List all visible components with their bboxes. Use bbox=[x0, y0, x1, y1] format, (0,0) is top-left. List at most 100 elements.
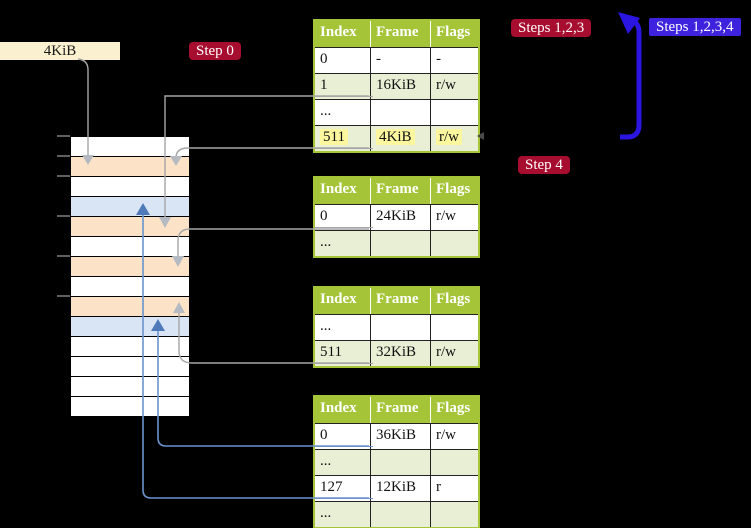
index-cell: 1 bbox=[315, 74, 370, 99]
cell-value: - bbox=[376, 51, 381, 67]
frame-cell bbox=[370, 502, 430, 527]
flags-cell bbox=[430, 231, 477, 256]
cell-value: r/w bbox=[436, 344, 456, 360]
memory-frame-row bbox=[70, 136, 190, 156]
recursive-loop-arrowhead-icon bbox=[618, 12, 640, 34]
memory-frame-row bbox=[70, 196, 190, 216]
column-header: Index bbox=[320, 400, 357, 416]
frame-cell: 36KiB bbox=[370, 424, 430, 449]
frame-cell bbox=[370, 100, 430, 125]
frame-cell bbox=[370, 450, 430, 475]
cell-value: ... bbox=[320, 103, 332, 119]
cell-value: 4KiB bbox=[376, 129, 415, 145]
flags-cell bbox=[430, 315, 477, 340]
cell-value: ... bbox=[320, 505, 332, 521]
cell-value: 511 bbox=[320, 129, 348, 145]
cell-value: ... bbox=[320, 234, 332, 250]
cell-value: 0 bbox=[320, 208, 328, 224]
cell-value: ... bbox=[320, 453, 332, 469]
flags-cell bbox=[430, 100, 477, 125]
cell-value: 127 bbox=[320, 479, 343, 495]
memory-frame-row bbox=[70, 176, 190, 196]
table-row: 127 12KiB r bbox=[315, 475, 478, 501]
column-header: Frame bbox=[370, 288, 430, 314]
memory-frame-row bbox=[70, 216, 190, 236]
frame-cell: 4KiB bbox=[370, 126, 430, 151]
frame-cell: 16KiB bbox=[370, 74, 430, 99]
step0-badge: Step 0 bbox=[189, 42, 241, 60]
table-row: 0 36KiB r/w bbox=[315, 423, 478, 449]
frame-size-label: 4KiB bbox=[0, 42, 120, 60]
table-row: 511 32KiB r/w bbox=[315, 340, 478, 366]
frame-cell: 12KiB bbox=[370, 476, 430, 501]
cell-value: ... bbox=[320, 318, 332, 334]
frame-cell: - bbox=[370, 48, 430, 73]
frame-cell: 24KiB bbox=[370, 205, 430, 230]
memory-frame-row bbox=[70, 336, 190, 356]
flags-cell: r/w bbox=[430, 341, 477, 366]
frame-cell bbox=[370, 315, 430, 340]
table-row: ... bbox=[315, 449, 478, 475]
index-cell: ... bbox=[315, 100, 370, 125]
column-header: Flags bbox=[430, 397, 477, 423]
cell-value: - bbox=[436, 51, 441, 67]
column-header: Frame bbox=[370, 178, 430, 204]
cell-value: r/w bbox=[436, 129, 462, 145]
frame-cell: 32KiB bbox=[370, 341, 430, 366]
memory-strip bbox=[70, 136, 190, 417]
entry-pointer-underline bbox=[315, 96, 373, 97]
index-cell: ... bbox=[315, 231, 370, 256]
column-header: Flags bbox=[430, 21, 477, 47]
cell-value: r/w bbox=[436, 208, 456, 224]
flags-cell bbox=[430, 450, 477, 475]
table-row: ... bbox=[315, 230, 478, 256]
cell-value: 36KiB bbox=[376, 427, 417, 443]
cell-value: 16KiB bbox=[376, 77, 417, 93]
column-header: Frame bbox=[370, 21, 430, 47]
cell-value: 32KiB bbox=[376, 344, 417, 360]
step4-badge: Step 4 bbox=[518, 156, 570, 174]
index-cell: 0 bbox=[315, 48, 370, 73]
steps1234-badge: Steps 1,2,3,4 bbox=[649, 18, 741, 36]
steps123-badge: Steps 1,2,3 bbox=[511, 19, 592, 37]
cell-value: r/w bbox=[436, 77, 456, 93]
cell-value: 24KiB bbox=[376, 208, 417, 224]
column-header: Flags bbox=[430, 178, 477, 204]
cell-value: 0 bbox=[320, 427, 328, 443]
memory-frame-row bbox=[70, 156, 190, 176]
memory-frame-row bbox=[70, 276, 190, 296]
cell-value: 511 bbox=[320, 344, 342, 360]
column-header: Index bbox=[320, 24, 357, 40]
column-header: Flags bbox=[430, 288, 477, 314]
entry-pointer-underline bbox=[315, 148, 373, 149]
memory-frame-row bbox=[70, 356, 190, 376]
memory-frame-row bbox=[70, 296, 190, 316]
column-header: Index bbox=[320, 291, 357, 307]
frame-cell bbox=[370, 231, 430, 256]
cell-value: 1 bbox=[320, 77, 328, 93]
recursive-loop-arrow bbox=[620, 19, 642, 140]
flags-cell: r/w bbox=[430, 205, 477, 230]
cell-value: 0 bbox=[320, 51, 328, 67]
cell-value: r/w bbox=[436, 427, 456, 443]
memory-frame-row bbox=[70, 316, 190, 336]
table-row: 0 24KiB r/w bbox=[315, 204, 478, 230]
flags-cell: - bbox=[430, 48, 477, 73]
entry-pointer-underline bbox=[315, 498, 373, 499]
index-cell: ... bbox=[315, 450, 370, 475]
entry-pointer-underline bbox=[315, 227, 373, 228]
memory-frame-row bbox=[70, 256, 190, 276]
index-cell: ... bbox=[315, 502, 370, 527]
cell-value: 12KiB bbox=[376, 479, 417, 495]
column-header: Frame bbox=[370, 397, 430, 423]
flags-cell: r bbox=[430, 476, 477, 501]
flags-cell: r/w bbox=[430, 126, 477, 151]
